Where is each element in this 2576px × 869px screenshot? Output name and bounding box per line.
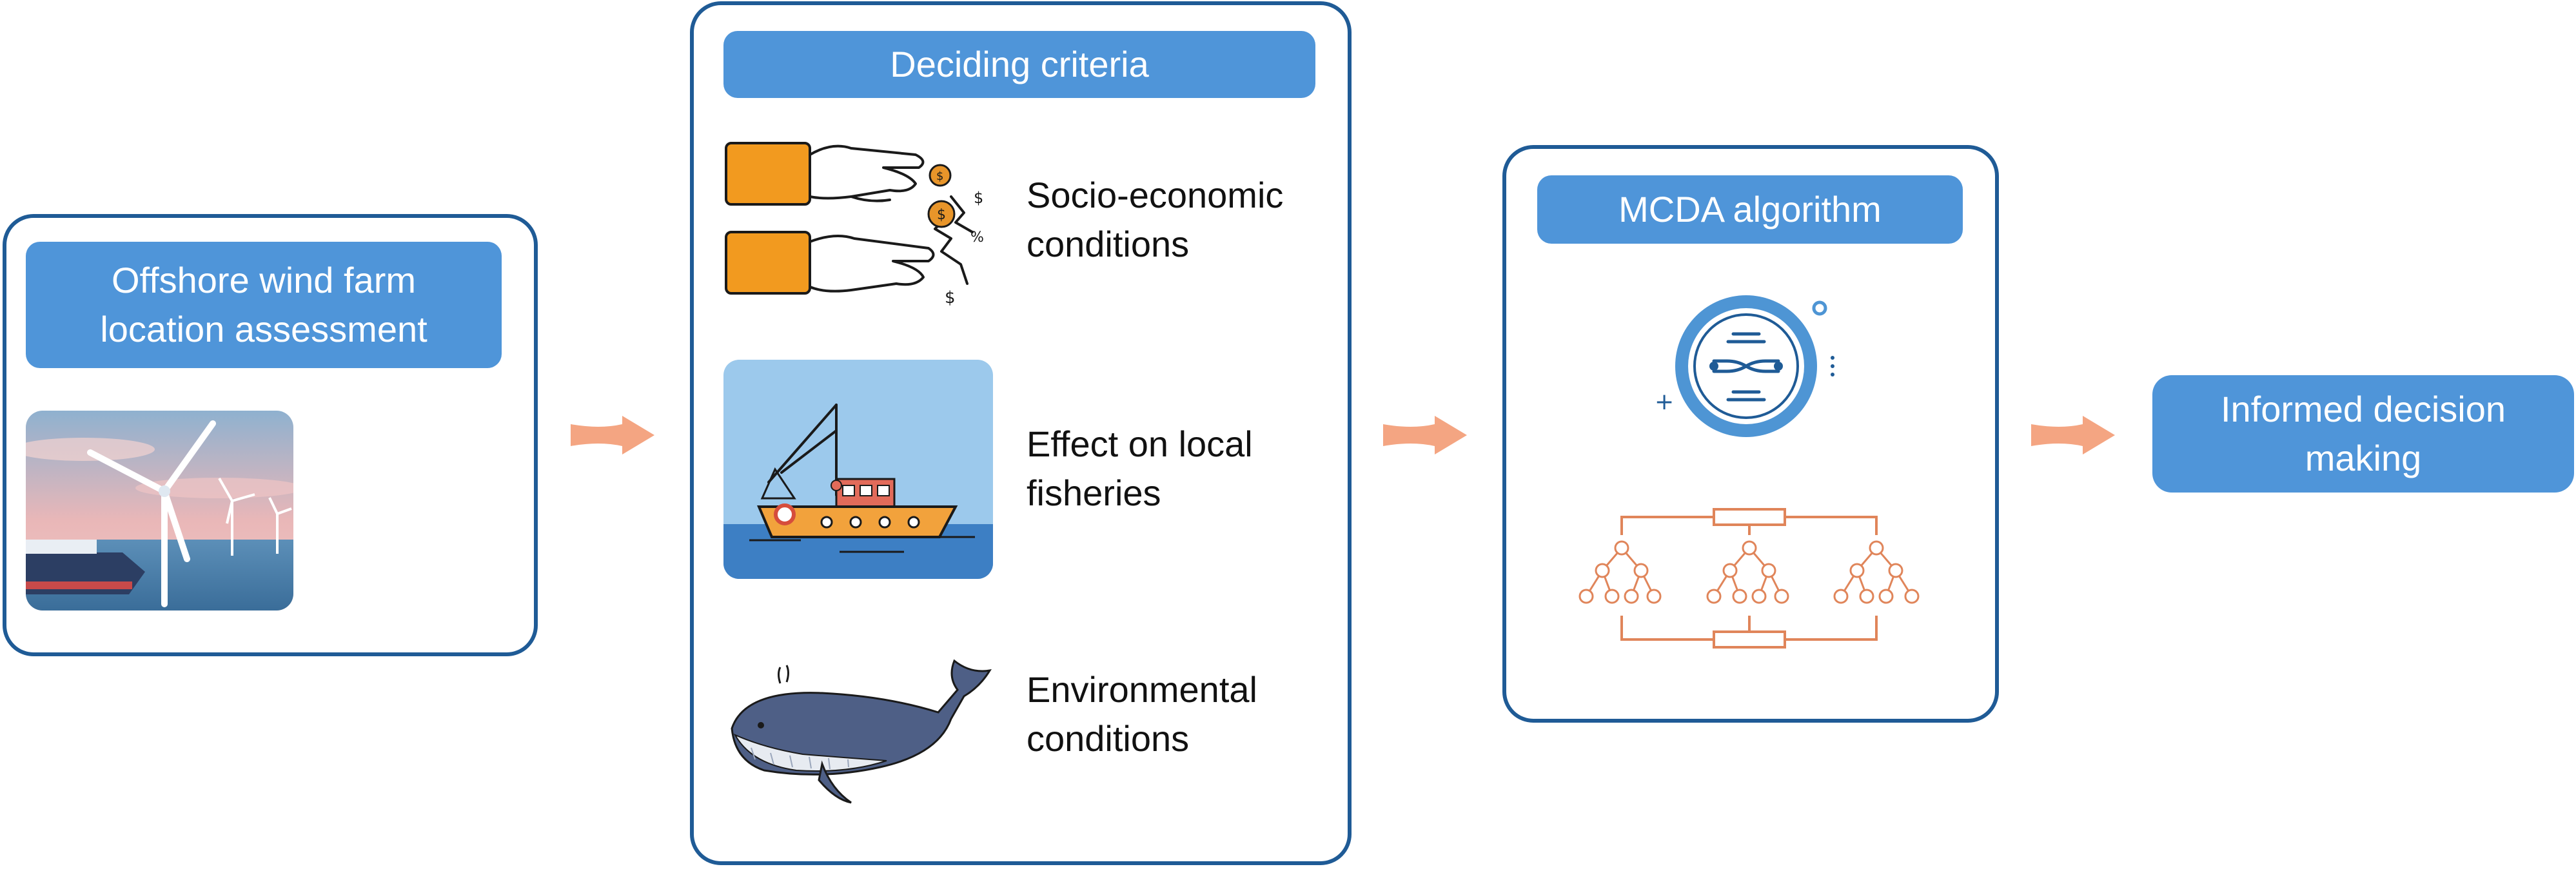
criterion-label-socioeconomic: Socio-economic conditions <box>1027 175 1284 264</box>
svg-text:$: $ <box>936 170 943 183</box>
whale-icon <box>731 659 992 804</box>
informed-decision-box: Informed decision making <box>2152 375 2574 493</box>
svg-text:$: $ <box>974 189 983 207</box>
algorithm-circle-icon: + <box>1655 295 1834 437</box>
mcda-header: MCDA algorithm <box>1537 175 1963 244</box>
flow-arrow-1 <box>571 416 654 454</box>
outcome-line2: making <box>2305 438 2422 478</box>
svg-text:+: + <box>1655 389 1674 415</box>
criterion-label-fisheries: Effect on local fisheries <box>1027 424 1253 513</box>
svg-text:%: % <box>970 229 984 246</box>
criterion-label-environmental: Environmental conditions <box>1027 669 1257 759</box>
decision-tree-icon <box>1578 508 1920 649</box>
svg-text:$: $ <box>937 207 946 223</box>
offshore-header: Offshore wind farm location assessment <box>26 242 502 368</box>
outcome-line1: Informed decision <box>2220 389 2506 429</box>
criteria-title: Deciding criteria <box>890 44 1149 84</box>
criteria-header: Deciding criteria <box>723 31 1315 98</box>
hands-coins-icon: $ $ $ % $ <box>725 142 984 308</box>
flow-arrow-2 <box>1383 416 1467 454</box>
offshore-title-line1: Offshore wind farm <box>111 260 417 300</box>
offshore-wind-turbines-illustration <box>26 411 293 610</box>
fishing-boat-icon <box>723 360 993 579</box>
flow-arrow-3 <box>2031 416 2115 454</box>
svg-text:$: $ <box>945 288 956 308</box>
offshore-title-line2: location assessment <box>100 309 428 349</box>
mcda-title: MCDA algorithm <box>1618 189 1882 229</box>
